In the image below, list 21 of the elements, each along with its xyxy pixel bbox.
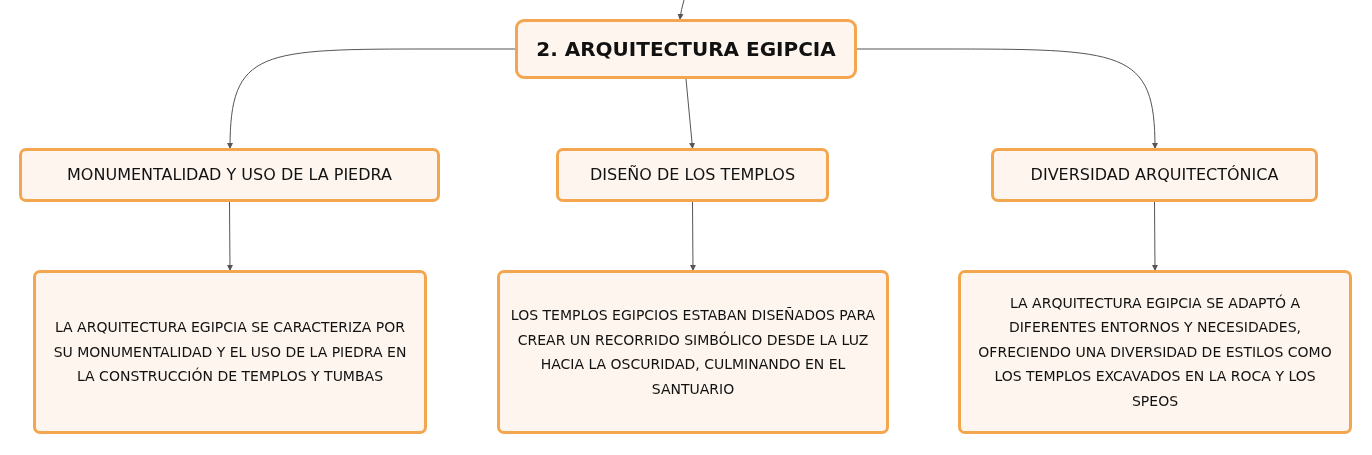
description-text: LA ARQUITECTURA EGIPCIA SE ADAPTÓ A DIFERENTES ENTORNOS Y NECESIDADES, OFRECIENDO UNA DIVERSIDAD DE ESTILOS COMO LOS TEMPLOS EXCAVADOS EN LA ROCA Y LOS SPEOS xyxy=(977,293,1333,411)
main-topic-box xyxy=(515,19,857,79)
connector-arrow xyxy=(856,48,1158,149)
connector-arrow xyxy=(685,78,695,149)
description-text: LOS TEMPLOS EGIPCIOS ESTABAN DISEÑADOS PARA CREAR UN RECORRIDO SIMBÓLICO DESDE LA LUZ HACIA LA OSCURIDAD, CULMINANDO EN EL SANTUARIO xyxy=(510,306,876,399)
connector-arrow xyxy=(226,201,233,271)
topic-label: 2. ARQUITECTURA EGIPCIA xyxy=(536,37,836,61)
topic-label: MONUMENTALIDAD Y USO DE LA PIEDRA xyxy=(67,165,392,185)
description-box xyxy=(33,270,427,434)
subtopic-box xyxy=(556,148,829,202)
topic-label: DISEÑO DE LOS TEMPLOS xyxy=(589,165,796,185)
description-box xyxy=(497,270,889,434)
topic-label: DIVERSIDAD ARQUITECTÓNICA xyxy=(1030,165,1279,185)
description-text: LA ARQUITECTURA EGIPCIA SE CARACTERIZA POR SU MONUMENTALIDAD Y EL USO DE LA PIEDRA EN LA CONSTRUCCIÓN DE TEMPLOS Y TUMBAS xyxy=(52,318,408,387)
connector-arrow xyxy=(227,48,516,149)
connector-arrow xyxy=(1151,201,1158,271)
subtopic-box xyxy=(19,148,440,202)
subtopic-box xyxy=(991,148,1318,202)
connector-arrow xyxy=(677,0,685,20)
connector-arrow xyxy=(689,201,696,271)
description-box xyxy=(958,270,1352,434)
